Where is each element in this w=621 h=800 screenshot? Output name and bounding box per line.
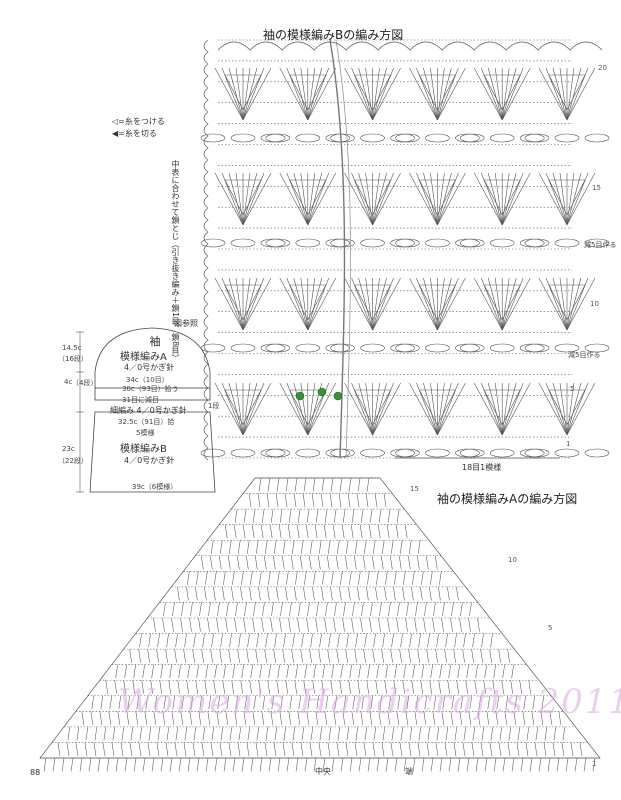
schematic-left-mid-rows: （4段）	[72, 379, 98, 387]
page-number: 88	[30, 768, 41, 777]
bead-marker-3	[333, 391, 343, 401]
chart-a-title: 袖の模様編みAの編み方図	[437, 492, 578, 506]
schematic-row-marker: 1段	[208, 402, 220, 410]
schematic-rows-band: 5模様	[136, 429, 155, 437]
schematic-left-low-rows: （22段）	[58, 457, 88, 465]
schematic-left-top-cm: 14.5c	[62, 344, 82, 352]
schematic-dim-bottom: 39c（6模様）	[132, 483, 178, 491]
schematic-dim-top: 34c（10目）	[126, 376, 169, 384]
watermark: Women's Handicrafts 2011	[118, 682, 621, 722]
schematic-cuff-outline	[94, 387, 211, 401]
chart-b-title: 袖の模様編みBの編み方図	[263, 28, 404, 42]
schematic-ref-label: 図参照	[174, 319, 198, 328]
row-number-b-15: 15	[592, 184, 601, 192]
chart-a-stitches	[40, 477, 600, 772]
bead-marker-1	[295, 391, 305, 401]
row-number-b-5: 5	[570, 385, 575, 393]
legend-attach: ◁=糸をつける	[112, 117, 165, 126]
schematic-left-mid-cm: 4c	[64, 378, 73, 386]
schematic-pattern-a: 模様編みA	[120, 352, 167, 363]
schematic-pattern-b-hook: 4／0号かぎ針	[124, 456, 175, 465]
schematic-edge-label: 細編み 4／0号かぎ針	[110, 406, 187, 415]
chart-b-top-scallop	[217, 41, 603, 51]
schematic-body-outline	[89, 411, 216, 493]
chart-b-stitches	[200, 39, 610, 459]
schematic-cap-outline	[94, 327, 211, 388]
chart-b-left-edge	[203, 39, 209, 461]
row-number-a-15: 15	[410, 485, 419, 493]
row-number-a-5: 5	[548, 624, 553, 632]
bead-marker-2	[317, 387, 327, 397]
row-number-b-1: 1	[566, 440, 571, 448]
end-label: 端	[405, 767, 413, 776]
seam-note: 中表に合わせて鎖とじ（引き抜き編み＋鎖1目、鎖8目）	[171, 160, 180, 363]
schematic-pattern-a-hook: 4／0号かぎ針	[124, 363, 175, 372]
row-number-a-10: 10	[508, 556, 517, 564]
seam-curve-inner	[335, 39, 351, 459]
center-label: 中央	[315, 767, 331, 776]
schematic-sleeve-label: 袖	[149, 335, 161, 348]
legend-cut: ◀=糸を切る	[112, 129, 157, 138]
row-number-a-1: 1	[592, 760, 597, 768]
row-number-b-10: 10	[590, 300, 599, 308]
schematic-dim-band: 32.5c（91目）拾	[118, 418, 175, 426]
chart-a-outline	[39, 477, 601, 759]
repeat-label: 18目1模様	[462, 463, 502, 472]
schematic-left-low-cm: 23c	[62, 445, 75, 453]
schematic-pattern-b: 模様編みB	[120, 444, 167, 455]
schematic-left-top-rows: （16段）	[58, 355, 88, 363]
schematic-dim-mid: 30c（93目）拾う	[122, 385, 179, 393]
decrease-note-2: 減5目作る	[568, 351, 601, 359]
schematic-dim-small: 31目に減目	[122, 396, 159, 404]
row-number-b-20: 20	[598, 64, 607, 72]
decrease-note-1: 減5目作る	[584, 241, 617, 249]
